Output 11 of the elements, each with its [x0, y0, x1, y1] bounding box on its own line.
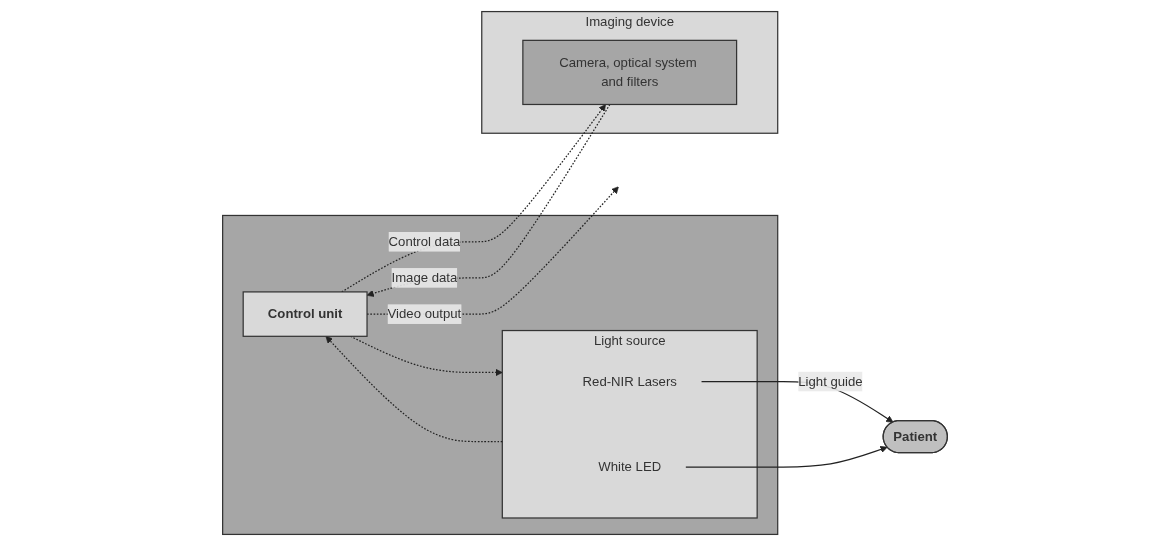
edge-label: Light guide — [798, 374, 863, 389]
cluster — [222, 214, 779, 536]
node-text: White LED — [598, 459, 662, 474]
edge-label: Video output — [387, 306, 462, 321]
node-text: Red-NIR Lasers — [582, 374, 677, 389]
node-box: Camera, optical system and filters — [522, 39, 738, 106]
edge-label: Control data — [388, 234, 461, 249]
node-box: Control unit — [242, 291, 368, 337]
arrow — [685, 445, 888, 468]
edge-label: Image data — [391, 270, 458, 285]
arrow — [325, 335, 503, 443]
